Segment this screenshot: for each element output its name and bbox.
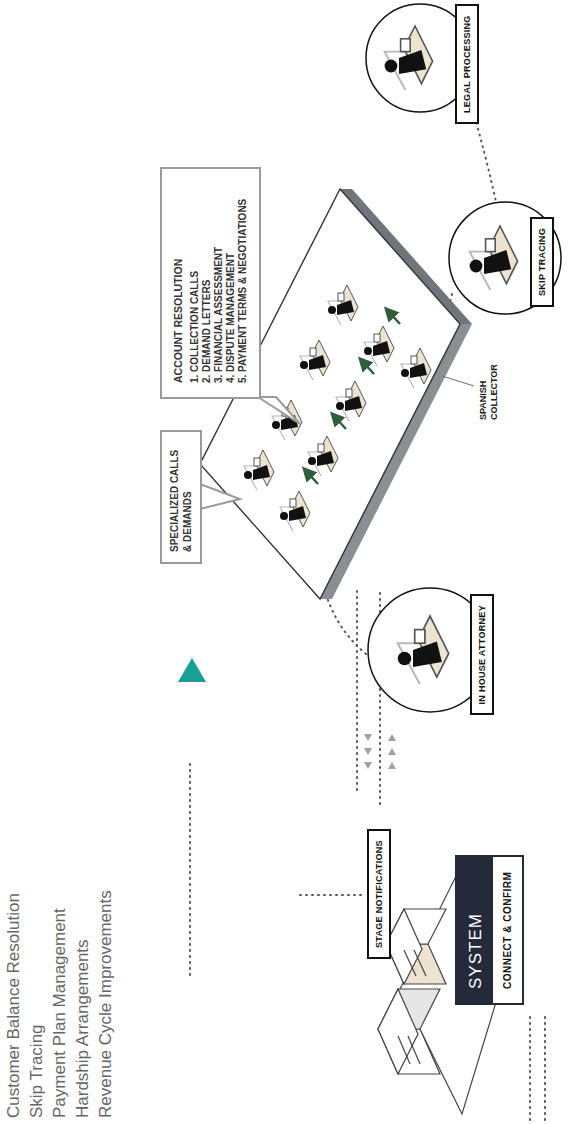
node-text: SPECIALIZED CALLS & DEMANDS — [168, 442, 194, 552]
node-subtext: 3. FINANCIAL ASSESSMENT — [213, 183, 225, 383]
workstations — [244, 450, 274, 490]
workstations — [280, 491, 310, 531]
node-text: ACCOUNT RESOLUTION — [172, 183, 184, 383]
node-text: SKIP TRACING — [537, 228, 547, 296]
workstations — [336, 381, 366, 421]
service-item: Hardship Arrangements — [73, 939, 93, 1118]
role-circles — [449, 202, 561, 314]
callout-tails — [200, 397, 300, 509]
workstations — [328, 285, 358, 325]
dotted-lines — [189, 760, 191, 975]
node-subtext: 4. DISPUTE MANAGEMENT — [225, 183, 237, 383]
node-text: LEGAL PROCESSING — [462, 15, 472, 113]
dotted-lines — [190, 94, 545, 1120]
workstations — [364, 326, 394, 366]
stage-label: STAGE NOTIFICATIONS — [367, 829, 391, 959]
small-triangles — [364, 762, 372, 769]
small-triangles — [388, 762, 396, 769]
role-label: IN HOUSE ATTORNEY — [470, 594, 494, 715]
green-arrows — [363, 362, 374, 374]
server-illustration — [408, 1036, 420, 1064]
small-triangles — [388, 748, 396, 755]
server-illustration — [414, 950, 426, 976]
leader-line — [442, 376, 474, 386]
system-box: SYSTEMCONNECT & CONFIRM — [455, 855, 524, 1005]
workstations — [401, 348, 431, 388]
callout-box: ACCOUNT RESOLUTION 1. COLLECTION CALLS2. … — [160, 167, 261, 399]
node-subtext: 2. DEMAND LETTERS — [201, 183, 213, 383]
green-arrows — [335, 417, 346, 429]
role-figures — [470, 226, 518, 290]
small-triangles — [364, 734, 372, 741]
flow-triangle — [178, 658, 206, 682]
server-illustration — [378, 989, 418, 1074]
dotted-lines — [529, 1014, 531, 1120]
callout-tails — [258, 397, 300, 424]
dotted-lines — [544, 1014, 546, 1120]
server-illustration — [404, 950, 416, 976]
service-item: Skip Tracing — [27, 1024, 47, 1118]
workstations — [308, 436, 338, 476]
workstations — [300, 340, 330, 380]
node-text: IN HOUSE ATTORNEY — [477, 605, 487, 704]
workstations — [244, 285, 431, 531]
server-illustration — [398, 1036, 410, 1064]
service-item: Revenue Cycle Improvements — [96, 890, 116, 1118]
node-text: SYSTEM — [457, 857, 493, 1003]
small-triangles — [388, 734, 396, 741]
role-note: SPANISH COLLECTOR — [478, 356, 500, 420]
node-subtext: 1. COLLECTION CALLS — [189, 183, 201, 383]
role-figures — [398, 616, 449, 684]
small-triangles — [364, 734, 396, 769]
node-subtext: 5. PAYMENT TERMS & NEGOTIATIONS — [237, 183, 249, 383]
dotted-lines — [356, 590, 358, 790]
service-item: Customer Balance Resolution — [4, 893, 24, 1118]
node-subtext: CONNECT & CONFIRM — [493, 857, 522, 1003]
dotted-lines — [300, 894, 362, 896]
server-illustration — [386, 909, 422, 984]
callout-tails — [200, 484, 240, 509]
node-text: STAGE NOTIFICATIONS — [374, 840, 384, 948]
role-figures — [385, 26, 518, 684]
role-label: LEGAL PROCESSING — [455, 4, 479, 124]
green-arrows — [307, 472, 318, 484]
role-circles — [366, 4, 561, 712]
role-label: SKIP TRACING — [530, 217, 554, 307]
callout-box: SPECIALIZED CALLS & DEMANDS — [160, 430, 202, 564]
small-triangles — [364, 748, 372, 755]
role-figures — [385, 26, 433, 90]
green-arrows — [389, 312, 400, 324]
service-item: Payment Plan Management — [50, 908, 70, 1118]
green-arrows — [307, 312, 400, 484]
